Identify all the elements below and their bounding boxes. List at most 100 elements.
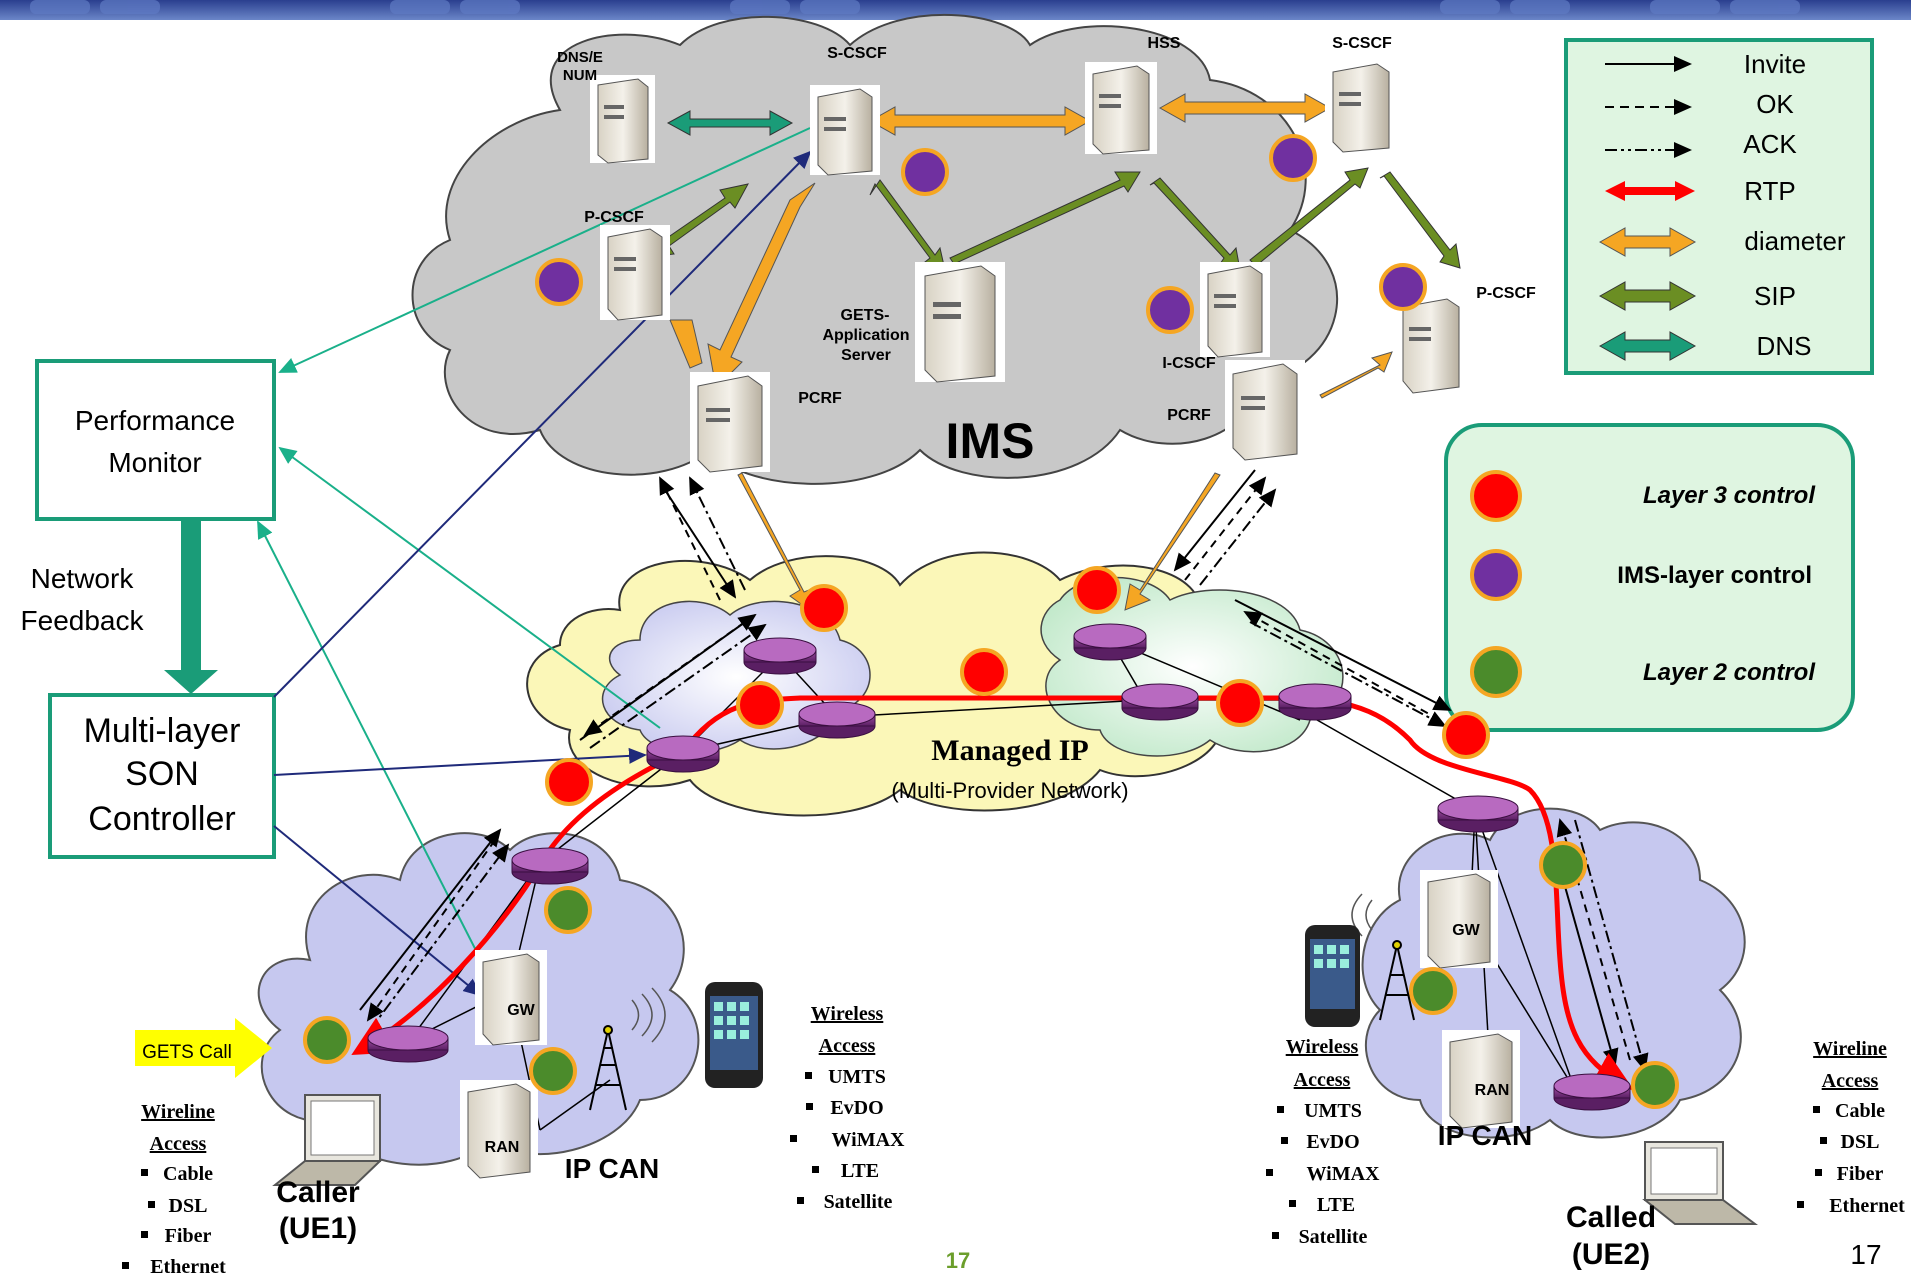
left-wireline-item-2: Fiber xyxy=(165,1225,212,1247)
performance-monitor-box xyxy=(35,359,276,521)
performance-monitor-line1: Performance xyxy=(75,405,235,436)
layer3-control-dots xyxy=(545,566,1490,806)
right-wireline-access: Wireline Access Cable DSL Fiber Ethernet xyxy=(1813,1038,1905,1217)
right-wireline-item-2: Fiber xyxy=(1837,1163,1884,1185)
server-ran-left xyxy=(460,1080,538,1179)
scscf-left-label: S-CSCF xyxy=(827,45,887,62)
server-scscf-left xyxy=(810,85,880,176)
caller-line1: Caller xyxy=(276,1176,360,1209)
phone-right xyxy=(1305,925,1360,1027)
phone-left xyxy=(705,982,763,1088)
server-pcrf-right xyxy=(1225,360,1305,461)
svg-text:Wireless: Wireless xyxy=(1286,1036,1359,1058)
control-lines xyxy=(273,150,812,997)
left-wireline-item-1: DSL xyxy=(169,1195,208,1217)
caller-line2: (UE1) xyxy=(279,1212,357,1245)
dns-enum-label-2: NUM xyxy=(563,67,597,84)
network-feedback-line2: Feedback xyxy=(21,605,145,636)
rtp-path xyxy=(680,695,1634,1090)
server-hss xyxy=(1085,62,1157,155)
gw-right-label: GW xyxy=(1452,922,1480,939)
left-wireless-item-4: Satellite xyxy=(824,1191,893,1213)
ip-can-right-label: IP CAN xyxy=(1438,1120,1532,1151)
icscf-label: I-CSCF xyxy=(1162,355,1216,372)
diameter-links xyxy=(669,93,1393,613)
left-wireless-access: Wireless Access UMTS EvDO WiMAX LTE Sate… xyxy=(811,1003,905,1213)
son-line3: Controller xyxy=(88,800,235,838)
legend-rtp: RTP xyxy=(1744,176,1796,206)
left-wireless-item-0: UMTS xyxy=(828,1066,886,1088)
left-wireline-item-3: Ethernet xyxy=(150,1256,226,1278)
right-wireless-bullets xyxy=(1266,1106,1296,1239)
server-scscf-right xyxy=(1325,60,1397,153)
layer2-dot xyxy=(1470,646,1522,698)
layer2-control-dots xyxy=(303,841,1679,1109)
slide-number-center: 17 xyxy=(946,1248,970,1273)
legend-sip: SIP xyxy=(1754,281,1796,311)
right-wireless-item-4: Satellite xyxy=(1299,1226,1368,1248)
scscf-right-label: S-CSCF xyxy=(1332,35,1392,52)
right-wireline-item-1: DSL xyxy=(1841,1131,1880,1153)
legend-diameter: diameter xyxy=(1744,226,1845,256)
svg-text:Access: Access xyxy=(819,1035,876,1057)
svg-text:Access: Access xyxy=(1822,1070,1879,1092)
ims-layer-label: IMS-layer control xyxy=(1617,562,1812,589)
son-line2: SON xyxy=(125,755,199,793)
server-icscf xyxy=(1200,262,1270,358)
left-wireless-item-1: EvDO xyxy=(830,1097,883,1119)
server-ran-right xyxy=(1442,1030,1520,1129)
gets-call-label: GETS Call xyxy=(142,1042,232,1063)
svg-text:Access: Access xyxy=(150,1133,207,1155)
gets-label-2: Application xyxy=(822,327,909,344)
laptop-caller xyxy=(272,1094,383,1186)
svg-text:Wireline: Wireline xyxy=(141,1101,215,1123)
layer3-label: Layer 3 control xyxy=(1643,482,1816,509)
gets-call-arrow xyxy=(135,1018,272,1078)
ran-right-label: RAN xyxy=(1475,1082,1510,1099)
sip-links xyxy=(638,167,1461,271)
gets-label-3: Server xyxy=(841,347,891,364)
control-legend xyxy=(1444,423,1855,732)
server-pcrf-left xyxy=(690,372,770,473)
server-dns-enum xyxy=(590,75,655,164)
left-wireless-item-3: LTE xyxy=(841,1160,879,1182)
pcrf-right-label: PCRF xyxy=(1167,407,1211,424)
managed-ip-title: Managed IP xyxy=(931,734,1089,767)
gw-left-label: GW xyxy=(507,1002,535,1019)
legend-invite: Invite xyxy=(1744,49,1806,79)
legend-ack: ACK xyxy=(1743,129,1797,159)
dns-link xyxy=(666,110,794,136)
page-number: 17 xyxy=(1850,1239,1881,1270)
legend-ok: OK xyxy=(1756,89,1794,119)
managed-ip-subtitle: (Multi-Provider Network) xyxy=(891,778,1128,803)
legend-lines xyxy=(1598,56,1697,361)
network-feedback-line1: Network xyxy=(31,563,135,594)
svg-text:Wireless: Wireless xyxy=(811,1003,884,1025)
left-wireline-item-0: Cable xyxy=(163,1163,213,1185)
protocol-legend xyxy=(1564,38,1874,375)
provider-cloud-right xyxy=(1040,576,1344,757)
left-wireline-bullets xyxy=(122,1169,155,1269)
left-wireless-item-2: WiMAX xyxy=(832,1129,906,1151)
right-wireline-item-0: Cable xyxy=(1835,1100,1885,1122)
ims-layer-dot xyxy=(1470,549,1522,601)
legend-dns: DNS xyxy=(1757,331,1812,361)
network-feedback-arrow xyxy=(164,521,218,694)
pcrf-left-label: PCRF xyxy=(798,390,842,407)
gets-label-1: GETS- xyxy=(841,307,890,324)
ip-can-left-label: IP CAN xyxy=(565,1153,659,1184)
header-tabs xyxy=(30,0,1800,14)
called-line1: Called xyxy=(1566,1201,1656,1234)
layer2-label: Layer 2 control xyxy=(1643,659,1816,686)
called-line2: (UE2) xyxy=(1572,1238,1650,1271)
ims-title: IMS xyxy=(946,413,1035,469)
pcscf-right-label: P-CSCF xyxy=(1476,285,1536,302)
routers xyxy=(367,623,1631,1111)
cell-tower-left xyxy=(589,987,666,1111)
right-wireless-access: Wireless Access UMTS EvDO WiMAX LTE Sate… xyxy=(1286,1036,1380,1248)
server-pcscf-right xyxy=(1395,295,1467,394)
layer3-dot xyxy=(1470,470,1522,522)
hss-label: HSS xyxy=(1148,35,1181,52)
laptop-called xyxy=(1642,1141,1758,1225)
